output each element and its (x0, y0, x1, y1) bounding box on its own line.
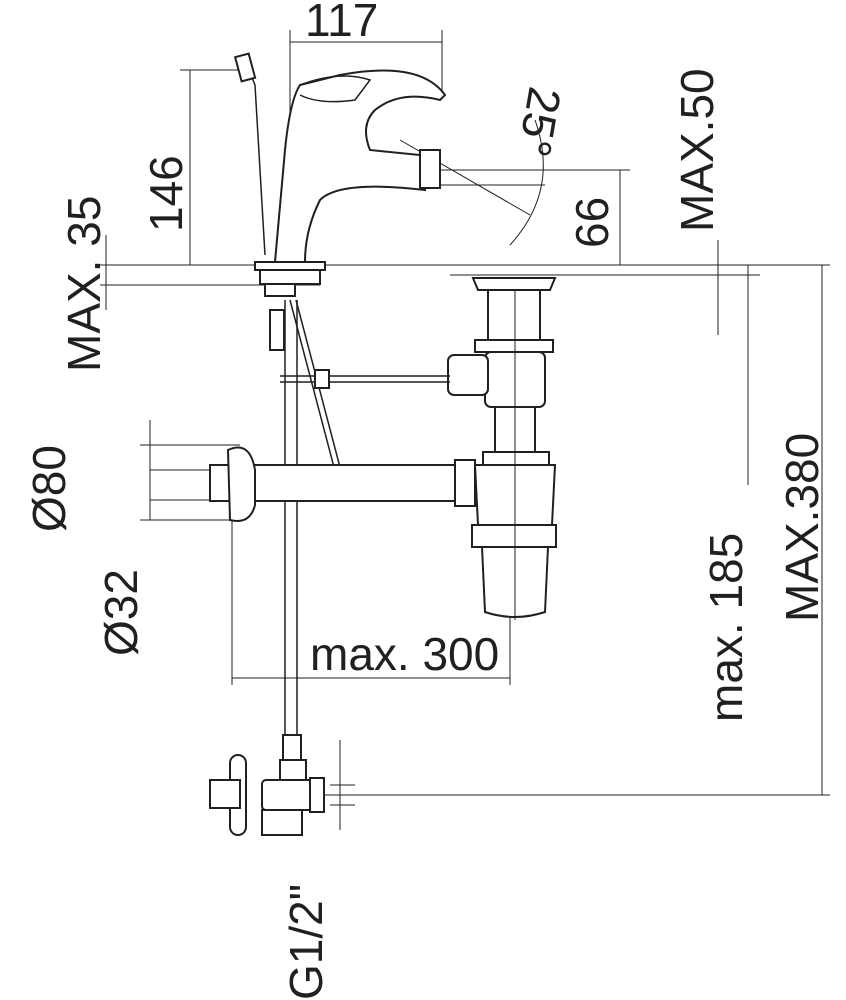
label-max-50: MAX.50 (671, 68, 723, 232)
waste-and-siphon (209, 277, 557, 620)
label-146: 146 (140, 155, 192, 232)
label-max-185: max. 185 (700, 533, 752, 722)
label-g1-2: G1/2" (280, 884, 332, 1000)
label-max-35: MAX. 35 (58, 196, 110, 372)
dimension-lines (100, 30, 830, 830)
dimension-labels: 117 146 MAX. 35 25° 66 MAX.50 Ø80 Ø32 ma… (23, 0, 828, 1000)
label-66: 66 (566, 197, 618, 248)
label-117: 117 (305, 0, 378, 46)
faucet-body (233, 52, 447, 491)
supply-hose-and-angle-valve (209, 300, 325, 836)
label-diameter-80: Ø80 (23, 445, 75, 532)
label-25-degrees: 25° (508, 83, 571, 161)
label-max-380: MAX.380 (776, 433, 828, 622)
label-max-300: max. 300 (310, 628, 499, 680)
label-diameter-32: Ø32 (95, 569, 147, 656)
